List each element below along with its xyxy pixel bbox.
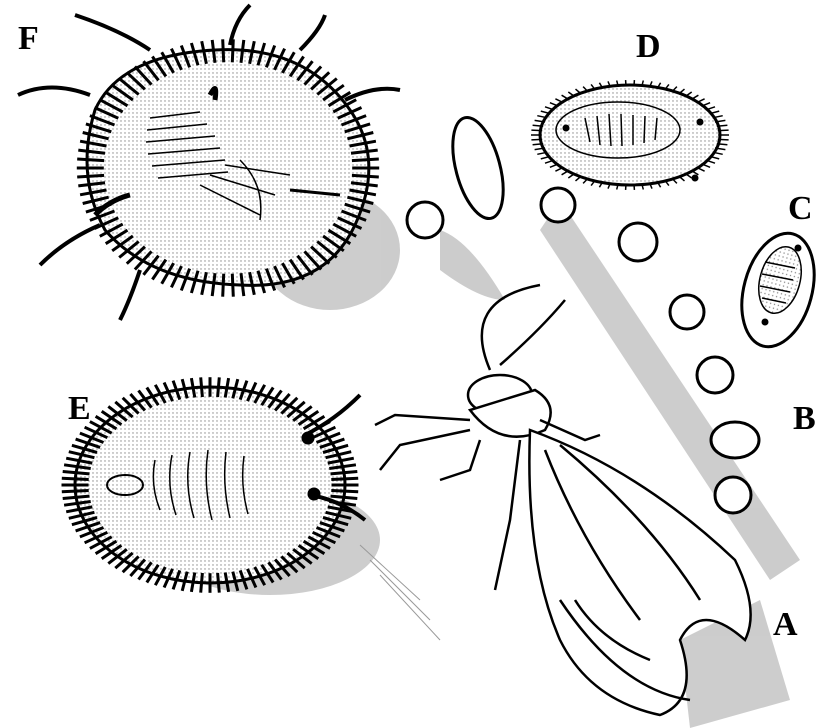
seta bbox=[331, 491, 358, 492]
seta bbox=[352, 159, 379, 161]
seta bbox=[218, 377, 220, 397]
seta bbox=[223, 274, 224, 297]
seta bbox=[77, 175, 104, 177]
label-c: C bbox=[788, 192, 813, 226]
seta bbox=[223, 39, 224, 62]
label-b: B bbox=[793, 402, 816, 436]
label-e: E bbox=[68, 392, 91, 426]
scale-d bbox=[531, 80, 729, 190]
label-f: F bbox=[18, 22, 39, 56]
seta bbox=[77, 159, 104, 161]
seta bbox=[201, 377, 203, 397]
crawler-c bbox=[730, 225, 821, 355]
seta bbox=[718, 139, 729, 140]
label-a: A bbox=[773, 608, 798, 642]
seta bbox=[232, 274, 233, 297]
label-d: D bbox=[636, 30, 661, 64]
seta bbox=[331, 478, 358, 479]
seta bbox=[62, 491, 89, 492]
seta bbox=[718, 130, 729, 131]
seta bbox=[218, 573, 220, 593]
seta bbox=[531, 130, 542, 131]
seta bbox=[531, 139, 542, 140]
seta bbox=[201, 573, 203, 593]
seta bbox=[352, 175, 379, 177]
seta bbox=[62, 478, 89, 479]
